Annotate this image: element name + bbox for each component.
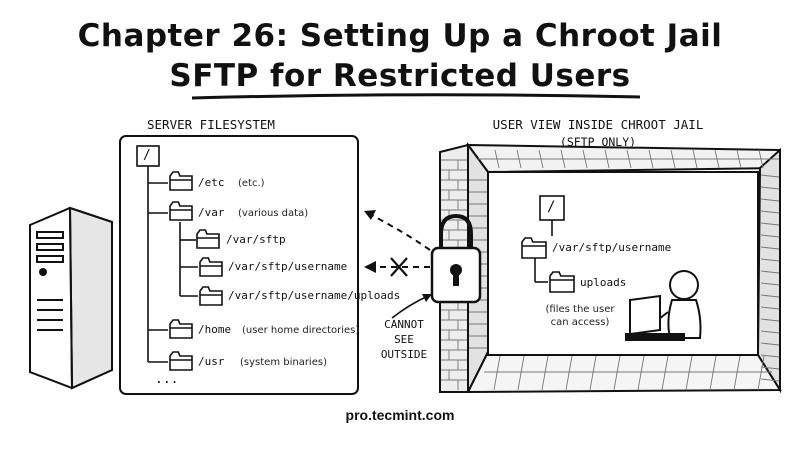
brick-line	[541, 355, 549, 391]
arrowhead-username	[364, 261, 376, 273]
jail-node-username[interactable]: /var/sftp/username	[552, 241, 672, 254]
brick-line	[637, 355, 645, 391]
caption-pointer-head	[422, 294, 432, 302]
brick-line	[589, 355, 597, 391]
tree-note-var: (various data)	[238, 208, 309, 219]
brick-line	[613, 355, 621, 391]
brick-line	[760, 198, 780, 202]
brick-line	[760, 174, 780, 178]
brick-line	[760, 186, 780, 190]
tree-node-var-sftp[interactable]: /var/sftp	[226, 233, 286, 246]
folder-icon	[521, 237, 547, 259]
tree-note-etc: (etc.)	[238, 178, 265, 189]
tree-node-var-sftp-username-uploads[interactable]: /var/sftp/username/uploads	[228, 289, 401, 302]
brick-line	[760, 270, 780, 274]
brick-line	[760, 342, 780, 346]
tree-node-var[interactable]: /var	[198, 206, 225, 219]
brick-line	[760, 246, 780, 250]
brick-line	[760, 282, 780, 286]
brick-line	[760, 210, 780, 214]
folder-icon	[199, 286, 223, 306]
brick-line	[760, 306, 780, 310]
brick-line	[760, 354, 780, 358]
title-line-2: SFTP for Restricted Users	[169, 58, 631, 94]
brick-line	[685, 355, 693, 391]
lock-caption-1: CANNOT	[384, 318, 424, 331]
jail-note-2: can access)	[550, 317, 610, 328]
server-tower-icon	[29, 206, 113, 390]
tree-note-usr: (system binaries)	[240, 357, 327, 368]
tree-note-home: (user home directories)	[242, 325, 360, 336]
brick-line	[760, 378, 780, 382]
tree-node-var-sftp-username[interactable]: /var/sftp/username	[228, 260, 348, 273]
brick-line	[760, 294, 780, 298]
jail-heading-1: USER VIEW INSIDE CHROOT JAIL	[492, 117, 704, 132]
folder-icon	[169, 351, 193, 371]
laptop-icon	[625, 294, 685, 341]
jail-root-box	[539, 195, 565, 221]
brick-wall-icon	[439, 141, 782, 394]
tree-more: ...	[155, 372, 179, 387]
arrowhead-var	[364, 210, 376, 220]
server-root-label: /	[143, 148, 151, 163]
folder-icon	[169, 319, 193, 339]
lock-caption-2: SEE	[394, 333, 414, 346]
brick-line	[760, 366, 780, 370]
tree-node-usr[interactable]: /usr	[198, 355, 225, 368]
blocked-cross-icon	[390, 257, 408, 277]
lock-caption-3: OUTSIDE	[380, 348, 428, 361]
title-line-1: Chapter 26: Setting Up a Chroot Jail	[77, 18, 723, 54]
folder-icon	[199, 257, 223, 277]
brick-line	[517, 355, 525, 391]
title-underline	[191, 93, 641, 100]
brick-line	[709, 355, 717, 391]
brick-line	[493, 355, 501, 391]
jail-node-uploads[interactable]: uploads	[580, 276, 627, 289]
jail-root-label: /	[547, 199, 556, 215]
padlock-icon	[430, 213, 482, 304]
brick-line	[757, 355, 765, 391]
dashed-arrow-to-var	[367, 212, 431, 251]
jail-note-1: (files the user	[545, 304, 615, 315]
brick-line	[760, 234, 780, 238]
brick-line	[760, 222, 780, 226]
tree-node-home[interactable]: /home	[198, 323, 232, 336]
brick-line	[565, 355, 573, 391]
folder-icon	[549, 271, 575, 293]
brick-line	[760, 318, 780, 322]
jail-heading-2: (SFTP ONLY)	[559, 135, 637, 149]
brick-line	[760, 330, 780, 334]
user-icon	[654, 270, 702, 339]
server-fs-heading: SERVER FILESYSTEM	[147, 117, 275, 132]
folder-icon	[169, 171, 193, 191]
brick-line	[661, 355, 669, 391]
brick-line	[760, 258, 780, 262]
folder-icon	[196, 229, 220, 249]
brick-line	[733, 355, 741, 391]
footer-site[interactable]: pro.tecmint.com	[345, 407, 455, 423]
folder-icon	[169, 201, 193, 221]
jail-tree-lines	[534, 220, 553, 283]
tree-node-etc[interactable]: /etc	[198, 176, 225, 189]
server-tree-lines	[147, 166, 198, 363]
